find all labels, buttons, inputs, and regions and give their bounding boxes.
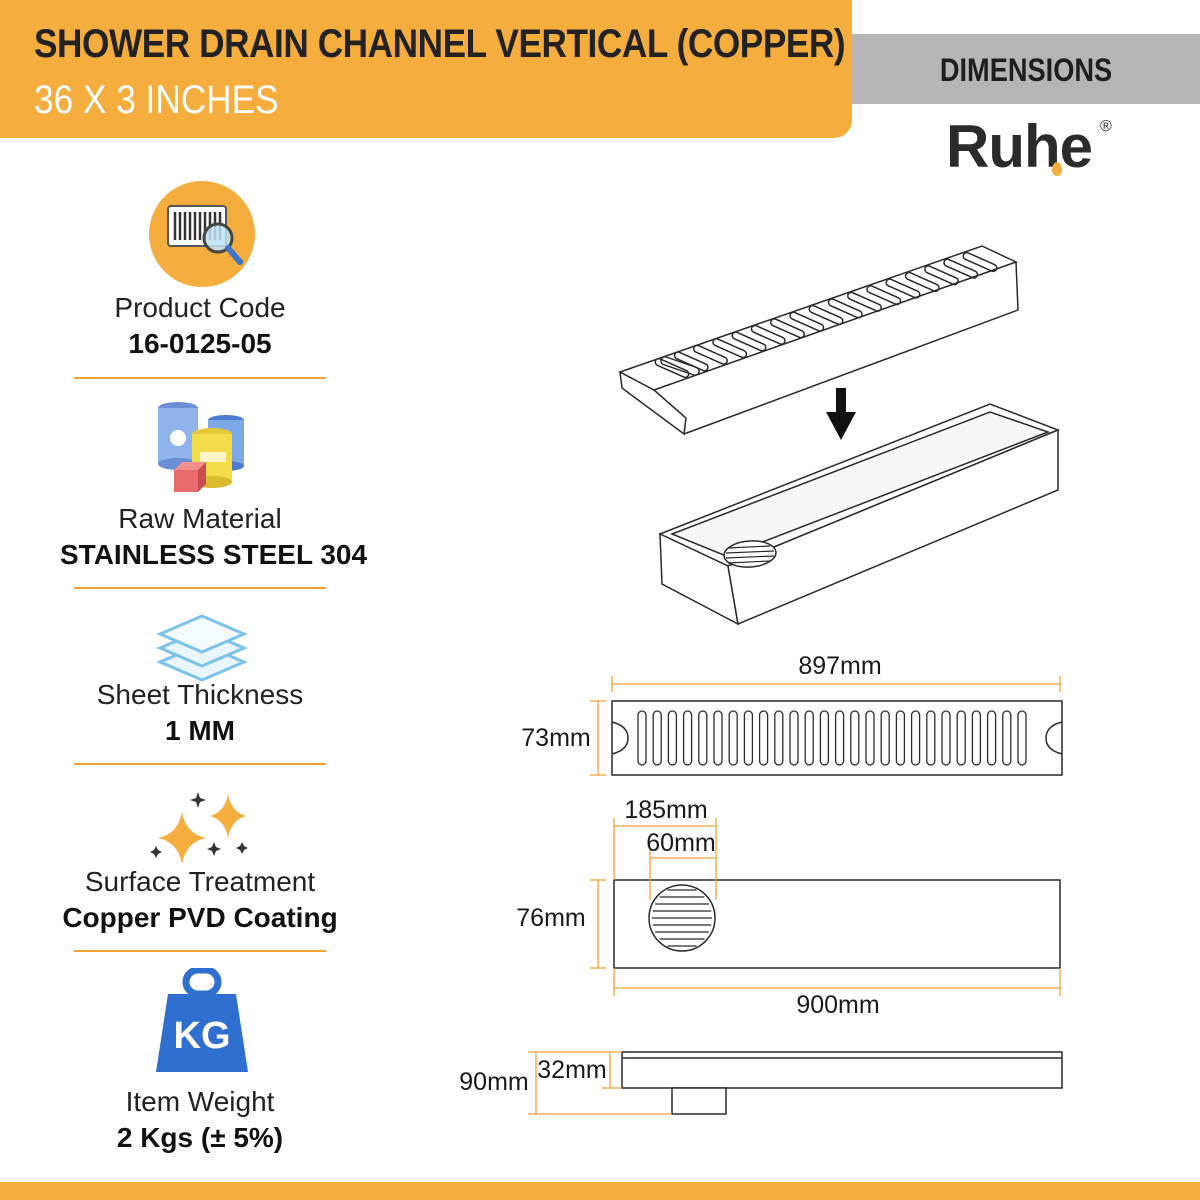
grate-slot [885,278,921,299]
grate-slot [910,710,921,766]
barcode-search-icon [148,180,256,288]
spec-value: 2 Kgs (± 5%) [116,1122,284,1153]
grate-slot [847,291,882,312]
grate-slot [713,710,723,766]
divider [74,950,326,952]
grate-slot [673,351,709,372]
grate-slot [986,710,997,766]
dim-outlet-offset: 185mm [624,796,707,824]
brand-drop-icon [1052,162,1062,176]
grate-slot [850,710,860,766]
grate-slot [667,710,678,766]
spec-label: Item Weight [125,1086,275,1117]
grate-slot [926,710,936,766]
grate-slot [774,710,784,766]
grate-slot [866,284,902,306]
grate-slot [941,710,951,766]
grate-slot [712,337,748,359]
grate-slot [693,344,728,365]
channel-side-view [621,1051,1063,1115]
grate-slot [880,710,890,766]
divider [74,763,326,765]
sheet-layers-icon [148,600,256,708]
spec-label: Product Code [114,292,286,323]
channel-perspective-drawing [658,403,1061,626]
grate-dimension-lines [590,676,1061,776]
grate-slot [750,324,786,346]
spec-product-code: Product Code 16-0125-05 [60,292,340,360]
grate-slot [943,258,979,279]
grate-slot [804,710,814,766]
spec-raw-material: Raw Material STAINLESS STEEL 304 [60,503,368,571]
dimensions-label: DIMENSIONS [939,52,1113,88]
grate-slot [971,710,982,766]
dim-grate-length: 897mm [798,652,881,680]
grate-slot [789,311,825,332]
grate-slot [924,265,959,286]
grate-slot [819,710,830,766]
grate-slot [962,251,998,273]
dim-channel-width: 76mm [516,904,585,932]
grate-slot [770,318,805,339]
grate-slot [895,710,906,766]
grate-slot [728,710,738,766]
brand-registered-mark: ® [1100,118,1112,135]
title-banner: SHOWER DRAIN CHANNEL VERTICAL (COPPER) 3… [0,0,852,138]
divider [74,587,326,589]
grate-slot [652,710,662,766]
brand-logo: Ruhe [946,113,1093,180]
spec-value: 16-0125-05 [128,328,272,359]
grate-slot [731,331,767,352]
sparkle-icon [148,784,256,892]
spec-surface-treatment: Surface Treatment Copper PVD Coating [60,866,340,934]
kg-weight-icon: KG [148,966,256,1076]
grate-perspective-drawing [618,245,1019,436]
grate-slot [808,304,844,326]
grate-slot [1017,710,1027,766]
dim-outlet-diameter: 60mm [646,829,715,857]
dim-channel-depth: 32mm [537,1056,606,1084]
grate-slot [743,710,754,766]
grate-slot [956,710,966,766]
spec-sheet-thickness: Sheet Thickness 1 MM [60,679,340,747]
grate-slot [834,710,845,766]
grate-slot [827,298,863,319]
spec-label: Surface Treatment [84,866,316,897]
grate-slot [758,710,769,766]
spec-label: Raw Material [118,503,282,534]
svg-text:KG: KG [174,1015,231,1057]
channel-top-view [613,879,1061,969]
page-subtitle: 36 X 3 INCHES [34,78,279,122]
raw-material-icon [148,394,256,502]
side-dimension-lines [528,1051,672,1115]
dimensions-bar: DIMENSIONS [852,34,1200,104]
grate-slot [789,710,799,766]
grate-slot [865,710,875,766]
spec-item-weight: Item Weight 2 Kgs (± 5%) [60,1086,340,1154]
grate-slot [654,357,690,379]
grate-slot [682,710,693,766]
spec-value: 1 MM [165,715,235,746]
channel-dimension-lines [590,818,1061,996]
spec-value: STAINLESS STEEL 304 [60,539,368,570]
grate-slot [698,710,708,766]
dim-channel-length: 900mm [796,991,879,1019]
grate-top-view [611,700,1063,776]
spec-label: Sheet Thickness [96,679,304,710]
grate-slot [904,271,940,293]
divider [74,377,326,379]
page-title: SHOWER DRAIN CHANNEL VERTICAL (COPPER) [34,22,846,66]
grate-slot [1002,710,1012,766]
down-arrow-icon [826,388,856,440]
dim-total-height: 90mm [459,1068,528,1096]
spec-value: Copper PVD Coating [62,902,338,933]
dim-grate-width: 73mm [521,724,590,752]
grate-slot [637,710,647,766]
bottom-accent-strip [0,1182,1200,1200]
